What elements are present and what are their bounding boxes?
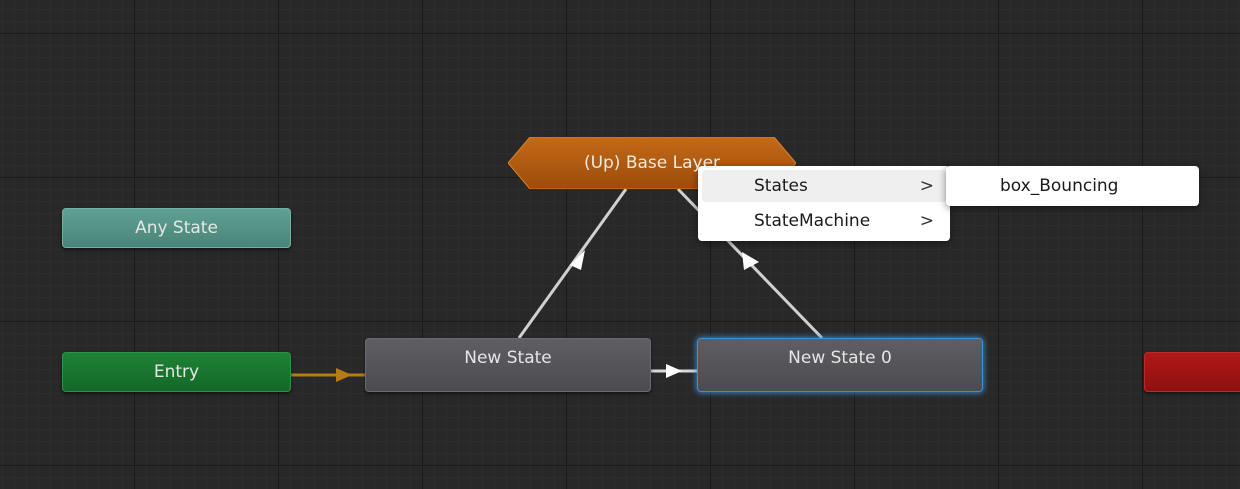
states-submenu: box_Bouncing <box>946 166 1199 206</box>
newstate0-to-baselayer-arrow <box>742 252 759 270</box>
chevron-right-icon: > <box>919 211 934 231</box>
menu-item-states[interactable]: States > <box>702 170 946 202</box>
entry-node[interactable]: Entry <box>62 352 291 392</box>
menu-item-label: States <box>754 176 808 196</box>
exit-node[interactable] <box>1144 352 1240 392</box>
any-state-node[interactable]: Any State <box>62 208 291 248</box>
entry-transition-arrow <box>336 368 352 382</box>
state-node-new-state[interactable]: New State <box>365 338 651 392</box>
state-node-new-state-0[interactable]: New State 0 <box>697 338 983 392</box>
entry-label: Entry <box>153 362 200 382</box>
state-label: New State <box>464 348 552 368</box>
base-layer-label: (Up) Base Layer <box>583 153 721 173</box>
submenu-item-label: box_Bouncing <box>1000 176 1119 196</box>
any-state-label: Any State <box>135 218 218 238</box>
menu-item-statemachine[interactable]: StateMachine > <box>702 205 946 237</box>
menu-item-label: StateMachine <box>754 211 871 231</box>
newstate-to-newstate0-arrow <box>666 364 682 378</box>
context-menu: States > StateMachine > <box>698 166 950 241</box>
state-label: New State 0 <box>788 348 892 368</box>
newstate-to-baselayer-arrow <box>570 250 585 270</box>
chevron-right-icon: > <box>919 176 934 196</box>
submenu-item-box-bouncing[interactable]: box_Bouncing <box>950 170 1195 202</box>
